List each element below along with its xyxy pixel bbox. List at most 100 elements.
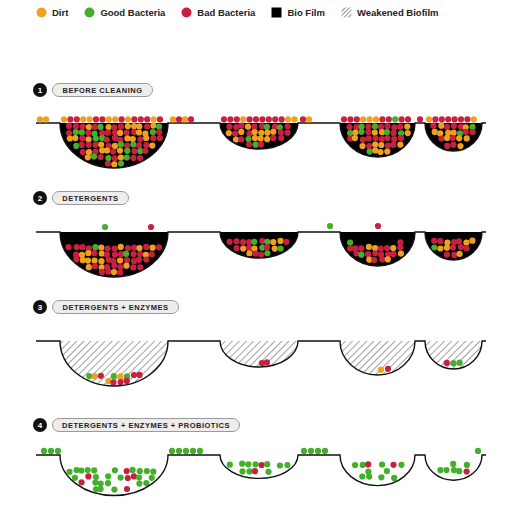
bacteria-dot [86, 124, 92, 130]
bacteria-dot [131, 116, 137, 122]
bacteria-dot [102, 224, 108, 230]
bacteria-dot [65, 244, 71, 250]
bacteria-dot [463, 239, 469, 245]
bacteria-dot [118, 244, 124, 250]
bacteria-dot [426, 116, 432, 122]
bacteria-dot [378, 124, 384, 130]
bacteria-dot [450, 244, 456, 250]
bacteria-dot [41, 448, 47, 454]
bacteria-dot [130, 136, 136, 142]
bacteria-dot [405, 130, 411, 136]
pit-fill [220, 341, 298, 367]
bacteria-dot [377, 149, 383, 155]
bacteria-dot [226, 124, 232, 130]
legend-swatch [36, 7, 47, 18]
bacteria-dot [322, 448, 328, 454]
legend-swatch [341, 7, 352, 18]
bacteria-dot [379, 136, 385, 142]
bacteria-dot [456, 238, 462, 244]
bacteria-dot [66, 130, 72, 136]
callout-number: 4 [38, 421, 42, 430]
bacteria-dot [79, 142, 85, 148]
bacteria-dot [124, 486, 130, 492]
bacteria-dot [341, 116, 347, 122]
pit-fill [425, 123, 482, 151]
bacteria-dot [457, 251, 463, 257]
bacteria-dot [73, 143, 79, 149]
bacteria-dot [391, 124, 397, 130]
bacteria-dot [80, 149, 86, 155]
bacteria-dot [150, 135, 156, 141]
legend-item: Bad Bacteria [181, 7, 255, 18]
bacteria-dot [444, 143, 450, 149]
bacteria-dot [48, 448, 54, 454]
pit-fill [60, 232, 168, 277]
bacteria-dot [439, 116, 445, 122]
bacteria-dot [221, 116, 227, 122]
bacteria-dot [278, 245, 284, 251]
bacteria-dot [130, 141, 136, 147]
bacteria-dot [79, 129, 85, 135]
bacteria-dot [458, 116, 464, 122]
bacteria-dot [445, 130, 451, 136]
bacteria-dot [85, 258, 91, 264]
bacteria-dot [74, 244, 80, 250]
bacteria-dot [384, 129, 390, 135]
bacteria-dot [143, 257, 149, 263]
bacteria-dot [149, 143, 155, 149]
bacteria-dot [277, 238, 283, 244]
bacteria-dot [450, 142, 456, 148]
bacteria-dot [98, 154, 104, 160]
bacteria-dot [258, 142, 264, 148]
bacteria-dot [452, 116, 458, 122]
bacteria-dot [92, 142, 98, 148]
bacteria-dot [372, 141, 378, 147]
bacteria-dot [245, 461, 251, 467]
bacteria-dot [110, 148, 116, 154]
bacteria-dot [239, 468, 245, 474]
bacteria-dot [238, 123, 244, 129]
bacteria-dot [136, 129, 142, 135]
bacteria-dot [438, 135, 444, 141]
bacteria-dot [93, 135, 99, 141]
bacteria-dot [92, 263, 98, 269]
bacteria-dot [378, 246, 384, 252]
bacteria-dot [112, 252, 118, 258]
legend-swatch [84, 7, 95, 18]
bacteria-dot [105, 245, 111, 251]
bacteria-dot [272, 116, 278, 122]
bacteria-dot [149, 251, 155, 257]
bacteria-dot [366, 143, 372, 149]
bacteria-dot [404, 124, 410, 130]
bacteria-dot [464, 135, 470, 141]
step-title: DETERGENTS + ENZYMES [62, 303, 168, 312]
bacteria-dot [240, 239, 246, 245]
legend-item: Weakened Biofilm [341, 7, 439, 18]
bacteria-dot [457, 143, 463, 149]
bacteria-dot [131, 473, 137, 479]
pit-fill [340, 232, 415, 266]
bacteria-dot [111, 373, 117, 379]
bacteria-dot [347, 239, 353, 245]
bacteria-dot [365, 251, 371, 257]
bacteria-dot [91, 250, 97, 256]
bacteria-dot [72, 475, 78, 481]
bacteria-dot [183, 448, 189, 454]
bacteria-dot [384, 135, 390, 141]
surface-line [36, 232, 486, 277]
bacteria-dot [475, 448, 481, 454]
bacteria-dot [246, 468, 252, 474]
bacteria-dot [308, 448, 314, 454]
bacteria-dot [118, 124, 124, 130]
bacteria-dot [150, 245, 156, 251]
bacteria-dot [111, 487, 117, 493]
bacteria-dot [354, 116, 360, 122]
bacteria-dot [111, 124, 117, 130]
bacteria-dot [157, 116, 163, 122]
bacteria-dot [136, 142, 142, 148]
bacteria-dot [252, 461, 258, 467]
bacteria-dot [246, 142, 252, 148]
bacteria-dot [74, 116, 80, 122]
bacteria-dot [444, 124, 450, 130]
bacteria-dot [61, 116, 67, 122]
